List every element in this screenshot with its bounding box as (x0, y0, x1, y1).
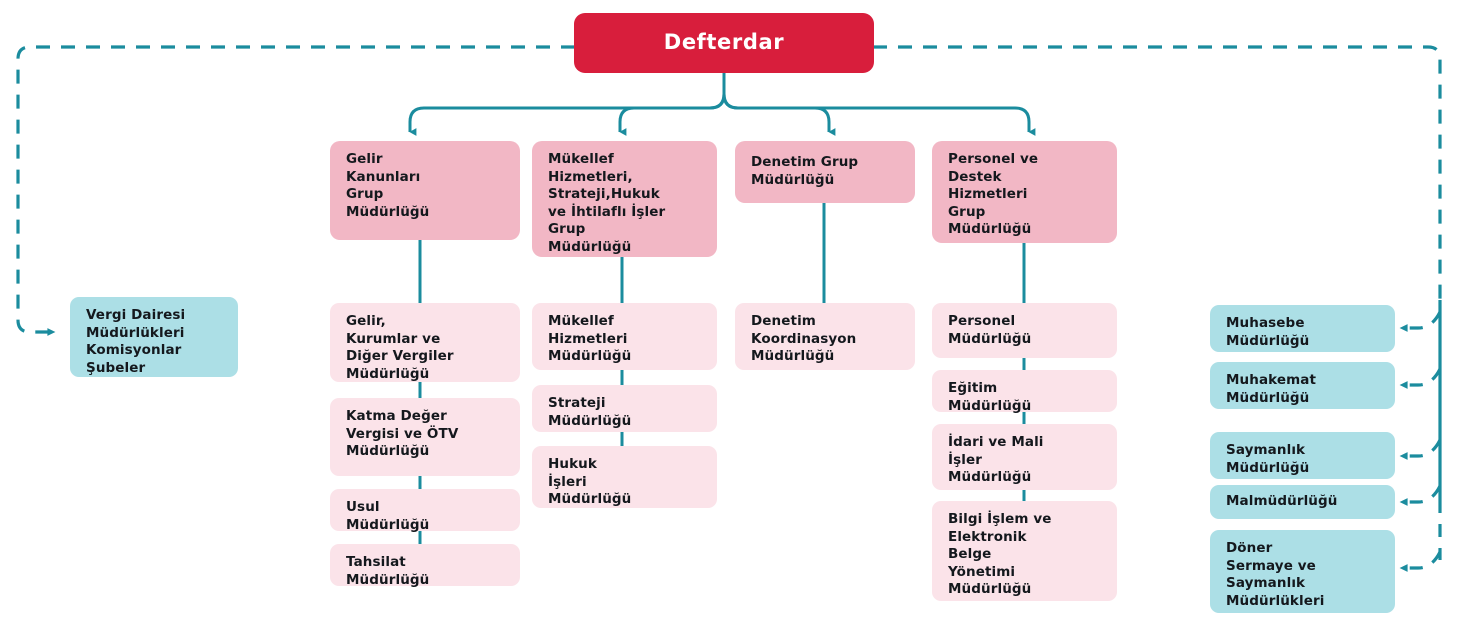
aux-node-right-0-label: Muhasebe Müdürlüğü (1226, 315, 1310, 349)
aux-node-right-4[interactable]: Döner Sermaye ve Saymanlık Müdürlükleri (1210, 530, 1395, 613)
aux-node-right-1-label: Muhakemat Müdürlüğü (1226, 372, 1317, 406)
sub-node-0-3-label: Tahsilat Müdürlüğü (346, 554, 430, 588)
group-node-0-label: Gelir Kanunları Grup Müdürlüğü (346, 151, 430, 220)
root-branch-connectors (408, 72, 1036, 136)
group-node-2[interactable]: Denetim Grup Müdürlüğü (735, 141, 915, 203)
aux-node-right-4-label: Döner Sermaye ve Saymanlık Müdürlükleri (1226, 540, 1325, 609)
sub-node-0-1-label: Katma Değer Vergisi ve ÖTV Müdürlüğü (346, 408, 459, 460)
root-node-defterdar[interactable]: Defterdar (574, 13, 874, 73)
sub-node-3-0-label: Personel Müdürlüğü (948, 313, 1032, 347)
aux-node-right-2-label: Saymanlık Müdürlüğü (1226, 442, 1310, 476)
sub-node-3-0[interactable]: Personel Müdürlüğü (932, 303, 1117, 358)
sub-node-1-0[interactable]: Mükellef Hizmetleri Müdürlüğü (532, 303, 717, 370)
sub-node-0-1[interactable]: Katma Değer Vergisi ve ÖTV Müdürlüğü (330, 398, 520, 476)
sub-node-1-1-label: Strateji Müdürlüğü (548, 395, 632, 429)
sub-node-1-2-label: Hukuk İşleri Müdürlüğü (548, 456, 632, 508)
sub-node-0-2-label: Usul Müdürlüğü (346, 499, 430, 533)
aux-node-right-2[interactable]: Saymanlık Müdürlüğü (1210, 432, 1395, 479)
group-node-3[interactable]: Personel ve Destek Hizmetleri Grup Müdür… (932, 141, 1117, 243)
sub-node-1-2[interactable]: Hukuk İşleri Müdürlüğü (532, 446, 717, 508)
sub-node-3-3[interactable]: Bilgi İşlem ve Elektronik Belge Yönetimi… (932, 501, 1117, 601)
sub-node-0-0[interactable]: Gelir, Kurumlar ve Diğer Vergiler Müdürl… (330, 303, 520, 382)
group-node-3-label: Personel ve Destek Hizmetleri Grup Müdür… (948, 151, 1039, 238)
sub-node-3-3-label: Bilgi İşlem ve Elektronik Belge Yönetimi… (948, 511, 1052, 598)
right-aux-connectors (1399, 311, 1442, 572)
sub-node-1-1[interactable]: Strateji Müdürlüğü (532, 385, 717, 432)
sub-node-0-2[interactable]: Usul Müdürlüğü (330, 489, 520, 533)
aux-node-right-1[interactable]: Muhakemat Müdürlüğü (1210, 362, 1395, 409)
group-node-0[interactable]: Gelir Kanunları Grup Müdürlüğü (330, 141, 520, 240)
group-node-1-label: Mükellef Hizmetleri, Strateji,Hukuk ve İ… (548, 151, 666, 255)
sub-node-0-3[interactable]: Tahsilat Müdürlüğü (330, 544, 520, 588)
group-node-2-label: Denetim Grup Müdürlüğü (751, 154, 859, 188)
aux-node-right-3-label: Malmüdürlüğü (1226, 493, 1338, 510)
root-node-label: Defterdar (663, 30, 785, 55)
sub-node-3-1-label: Eğitim Müdürlüğü (948, 380, 1032, 414)
sub-node-0-0-label: Gelir, Kurumlar ve Diğer Vergiler Müdürl… (346, 313, 454, 382)
sub-node-3-2[interactable]: İdari ve Mali İşler Müdürlüğü (932, 424, 1117, 490)
group-node-1[interactable]: Mükellef Hizmetleri, Strateji,Hukuk ve İ… (532, 141, 717, 257)
aux-node-right-3[interactable]: Malmüdürlüğü (1210, 485, 1395, 519)
sub-node-1-0-label: Mükellef Hizmetleri Müdürlüğü (548, 313, 632, 365)
aux-node-left-0-label: Vergi Dairesi Müdürlükleri Komisyonlar Ş… (86, 307, 186, 376)
sub-node-2-0[interactable]: Denetim Koordinasyon Müdürlüğü (735, 303, 915, 370)
aux-node-left-0[interactable]: Vergi Dairesi Müdürlükleri Komisyonlar Ş… (70, 297, 238, 377)
sub-node-3-2-label: İdari ve Mali İşler Müdürlüğü (948, 434, 1044, 486)
sub-node-2-0-label: Denetim Koordinasyon Müdürlüğü (751, 313, 857, 365)
sub-node-3-1[interactable]: Eğitim Müdürlüğü (932, 370, 1117, 414)
aux-node-right-0[interactable]: Muhasebe Müdürlüğü (1210, 305, 1395, 352)
